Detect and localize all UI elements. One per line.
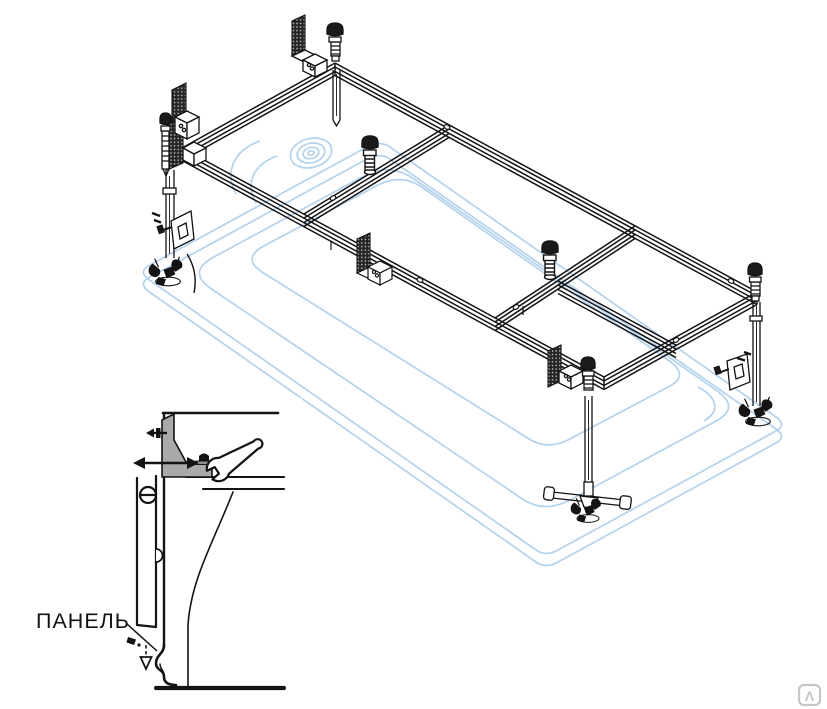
fastener-glyphs xyxy=(151,211,162,224)
rail-bracket-mid xyxy=(355,232,394,286)
down-arrow-icon xyxy=(139,645,153,672)
wall-anchor-east xyxy=(726,353,751,391)
anchor-plate-icon xyxy=(291,14,306,57)
support-frame xyxy=(181,62,758,391)
wall-anchor-west xyxy=(170,209,195,251)
leg-south xyxy=(584,396,593,484)
crossbar-1 xyxy=(303,124,450,228)
crossbar-2 xyxy=(494,225,636,332)
rail-end-right xyxy=(603,291,758,391)
rail-bottom xyxy=(181,147,605,391)
wrench-icon xyxy=(205,438,264,483)
tub-ghost-outline xyxy=(142,137,783,567)
corner-south-assembly xyxy=(542,344,632,523)
tub-headrest-curves xyxy=(230,140,278,204)
double-headed-arrow-icon xyxy=(133,457,199,469)
rail-end-left xyxy=(181,62,336,162)
hidden-ticks xyxy=(330,242,524,315)
tub-bowl-curve xyxy=(187,491,234,687)
watermark-glyph: Λ xyxy=(805,688,815,704)
leg-north xyxy=(332,70,341,128)
panel-notch xyxy=(155,548,164,563)
adjustment-screw-icon xyxy=(146,428,167,438)
slotted-screw-icon xyxy=(138,485,158,505)
watermark-logo-icon: Λ xyxy=(797,683,822,707)
leader-line xyxy=(126,623,158,652)
corner-north-assembly xyxy=(290,14,344,128)
support-stud-2 xyxy=(541,240,559,281)
panel-label: ПАНЕЛЬ xyxy=(36,609,130,633)
corner-west-assembly xyxy=(148,82,208,294)
corner-east-assembly xyxy=(713,262,773,427)
leg-foot-west xyxy=(148,256,183,287)
apron-trim-curl xyxy=(154,643,178,687)
rail-top xyxy=(334,62,758,306)
rail-middle xyxy=(557,280,677,359)
tub-silhouette-line xyxy=(186,253,196,294)
inset-panel-detail: ПАНЕЛЬ xyxy=(36,398,302,702)
clip-screw-icon xyxy=(126,637,141,647)
fastener-glyphs xyxy=(736,350,752,362)
rail-bolt-dots xyxy=(329,124,735,343)
tub-bowl-edge xyxy=(198,169,730,508)
tub-floor-edge xyxy=(251,178,681,446)
support-stud-1 xyxy=(361,135,379,176)
leg-west xyxy=(165,170,175,258)
drain-hole xyxy=(289,137,333,169)
tub-foot-curve xyxy=(697,386,716,422)
